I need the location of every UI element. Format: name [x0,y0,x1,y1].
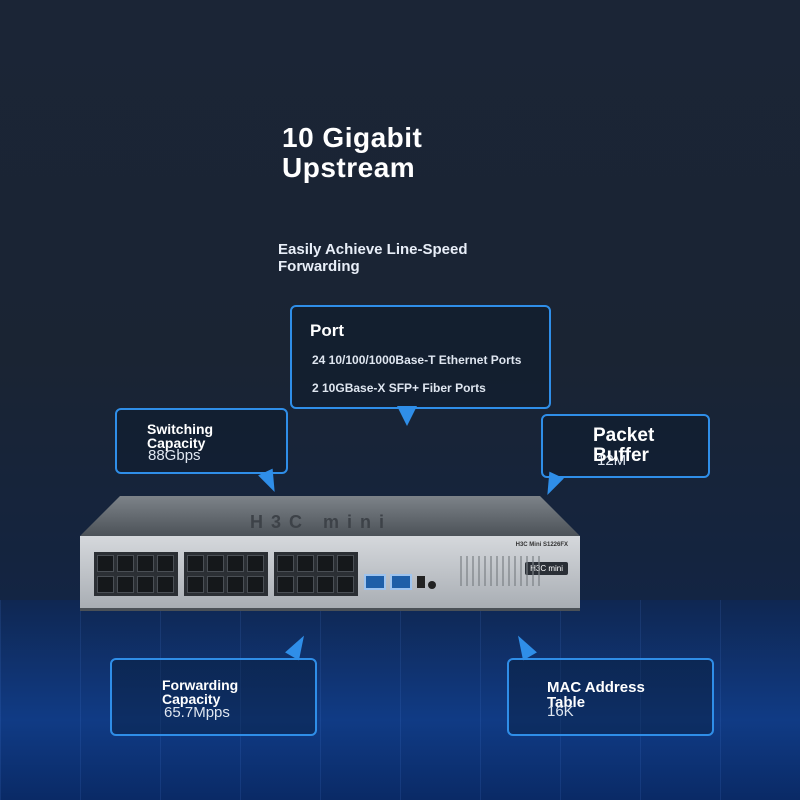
ethernet-port [317,576,334,593]
ethernet-port [137,576,154,593]
ethernet-port [277,555,294,572]
switching-capacity-value: 88Gbps [148,447,201,464]
ethernet-port [277,576,294,593]
subheadline: Easily Achieve Line-Speed Forwarding [278,241,468,275]
ethernet-port [227,555,244,572]
switching-capacity-title: Switching Capacity [147,421,214,451]
ethernet-port [337,555,354,572]
ethernet-port [227,576,244,593]
headline: 10 Gigabit Upstream [282,122,423,183]
port-ethernet-spec: 24 10/100/1000Base-T Ethernet Ports [312,353,522,367]
sfp-port-2 [390,574,412,590]
floor-background [0,600,800,800]
sfp-port-1 [364,574,386,590]
ethernet-port [187,555,204,572]
switch-top-panel [80,496,580,536]
switch-front-panel: H3C Mini S1226FX H3C mini [80,536,580,611]
brand-etch: H3C mini [250,512,393,532]
port-callout: Port 24 10/100/1000Base-T Ethernet Ports… [290,305,551,409]
packet-buffer-title: Packet Buffer [593,425,655,466]
packet-buffer-value: 12M [597,452,627,469]
forwarding-capacity-callout: Forwarding Capacity 65.7Mpps [110,658,317,736]
ethernet-port [187,576,204,593]
ethernet-port [207,576,224,593]
packet-buffer-callout: 12M Packet Buffer [541,414,710,478]
reset-button [428,581,436,589]
ethernet-port [317,555,334,572]
status-leds [460,556,540,586]
ethernet-port [117,576,134,593]
port-fiber-spec: 2 10GBase-X SFP+ Fiber Ports [312,381,486,395]
ethernet-port [117,555,134,572]
ethernet-port [247,555,264,572]
ethernet-port-group-2 [184,552,268,596]
ethernet-port [337,576,354,593]
ethernet-port [97,555,114,572]
ethernet-port [207,555,224,572]
ethernet-port [157,576,174,593]
mac-table-title: MAC Address Table [547,679,645,711]
port-title: Port [310,321,344,340]
ethernet-port [247,576,264,593]
usb-port [417,576,425,588]
model-label: H3C Mini S1226FX [515,542,568,548]
switching-capacity-callout: Switching Capacity 88Gbps [115,408,288,474]
mac-table-callout: MAC Address Table 16K [507,658,714,736]
forwarding-capacity-title: Forwarding Capacity [162,677,239,707]
ethernet-port [157,555,174,572]
port-callout-pointer [397,406,417,426]
ethernet-port [297,555,314,572]
mac-table-value: 16K [547,703,574,720]
ethernet-port [297,576,314,593]
ethernet-port [137,555,154,572]
forwarding-capacity-value: 65.7Mpps [164,704,230,721]
ethernet-port-group-1 [94,552,178,596]
ethernet-port-group-3 [274,552,358,596]
ethernet-port [97,576,114,593]
